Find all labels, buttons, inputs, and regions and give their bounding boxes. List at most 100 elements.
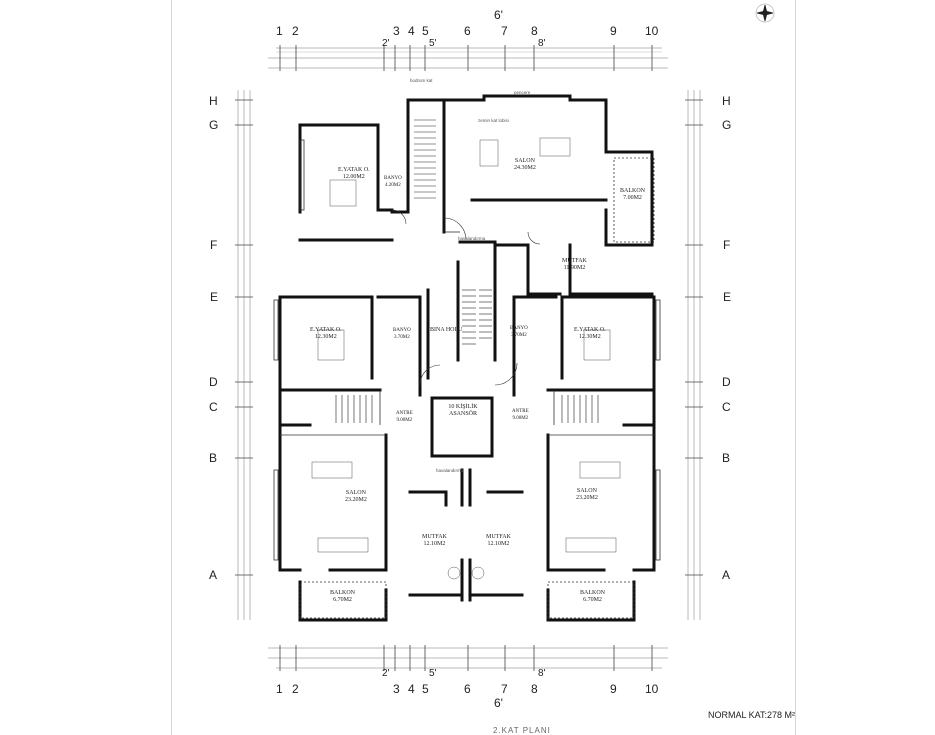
room-name: BINA HOLU [430,327,463,333]
room-name: SALON [514,158,535,164]
room-balkon-top: BALKON 7.00M2 [620,188,645,202]
room-area: 24.30M2 [514,165,536,171]
room-balkon-right: BALKON 6.70M2 [580,590,605,604]
grid-row-e-left: E [210,290,219,304]
room-name: MUTFAK [486,534,511,540]
grid-row-h-right: H [722,94,731,108]
grid-col-10-top: 10 [645,24,659,38]
room-balkon-left: BALKON 6.70M2 [330,590,355,604]
grid-col-7-bottom: 7 [501,682,508,696]
room-name: BANYO [384,176,402,181]
room-area: 23.20M2 [576,495,598,501]
room-name: MUTFAK [562,258,587,264]
interior-lines [273,139,661,619]
grid-col-7-top: 7 [501,24,508,38]
grid-col-4-top: 4 [408,24,415,38]
grid-col-5-bottom: 5 [422,682,429,696]
room-name: BALKON [620,188,645,194]
room-area: 12.10M2 [423,541,446,547]
grid-col-9-bottom: 9 [610,682,617,696]
room-eyatak-left: E.YATAK O. 12.30M2 [310,327,342,341]
grid-col-3-bottom: 3 [393,682,400,696]
grid-sub-2-bottom: 2' [382,668,390,679]
room-name: E.YATAK O. [574,327,606,333]
plan-title: NORMAL KAT:278 M² [708,710,796,720]
room-area: 6.70M2 [583,597,602,603]
grid-row-c-right: C [722,400,731,414]
room-area: 3.70M2 [394,335,410,340]
grid-sub-8-bottom: 8' [538,668,546,679]
grid-sub-8-top: 8' [538,38,546,49]
dimension-lines-sides [237,90,701,620]
grid-col-6-top: 6 [464,24,471,38]
grid-row-g-left: G [209,118,219,132]
walls [278,94,656,622]
grid-row-a-right: A [722,568,731,582]
plan-caption: 2.KAT PLANI [493,726,551,735]
room-name: BALKON [330,590,355,596]
upper-void-label: zemin kat lobisi [478,118,509,123]
door-swings [391,209,541,386]
dimension-ticks [235,45,703,671]
room-name: SALON [345,490,366,496]
grid-row-c-left: C [209,400,218,414]
room-name: MUTFAK [422,534,447,540]
room-area: 12.30M2 [314,334,337,340]
room-mutfak-top: MUTFAK 11.90M2 [562,258,587,272]
furniture [311,137,621,580]
grid-row-g-right: G [722,118,732,132]
grid-col-6-bottom: 6 [464,682,471,696]
grid-row-a-left: A [209,568,218,582]
room-name: 10 KİŞİLİK ASANSÖR [448,404,478,417]
ventilation-label-2: havalandırma [436,468,464,473]
sheet-border [171,0,796,735]
ventilation-label-1: havalandırma [458,236,486,241]
grid-row-b-right: B [722,451,731,465]
room-banyo-left: BANYO 3.70M2 [393,327,411,341]
grid-col-10-bottom: 10 [645,682,659,696]
room-area: 11.90M2 [563,265,586,271]
room-mutfak-right: MUTFAK 12.10M2 [486,534,511,548]
grid-row-d-left: D [209,375,218,389]
room-eyatak-right: E.YATAK O. 12.30M2 [574,327,606,341]
grid-row-e-right: E [723,290,732,304]
room-mutfak-left: MUTFAK 12.10M2 [422,534,447,548]
room-name: SALON [576,488,597,494]
room-banyo-right: BANYO 3.70M2 [510,325,528,339]
grid-row-d-right: D [722,375,731,389]
room-name: E.YATAK O. [338,167,370,173]
room-name: BANYO [510,326,528,331]
grid-col-2-bottom: 2 [292,682,299,696]
room-area: 9.00M2 [512,416,529,421]
grid-row-f-right: F [723,238,731,252]
room-area: 3.70M2 [511,333,527,338]
grid-col-8-bottom: 8 [531,682,538,696]
room-area: 6.70M2 [333,597,352,603]
grid-col-9-top: 9 [610,24,617,38]
room-area: 12.30M2 [578,334,601,340]
room-name: ANTRE [512,409,529,414]
window-label: pencere [514,90,531,95]
room-name: BANYO [393,328,411,333]
grid-col-1-bottom: 1 [276,682,283,696]
room-area: 12.10M2 [487,541,510,547]
grid-col-1-top: 1 [276,24,283,38]
room-area: 4.20M2 [385,183,401,188]
grid-center-bottom: 6' [494,696,503,710]
room-area: 9.00M2 [396,418,413,423]
room-salon-left: SALON 23.20M2 [345,490,367,504]
stair-treads [335,119,599,423]
grid-col-8-top: 8 [531,24,538,38]
grid-sub-2-top: 2' [382,38,390,49]
grid-row-h-left: H [209,94,218,108]
room-bina-holu: BINA HOLU [430,327,463,334]
grid-sub-5-bottom: 5' [429,668,437,679]
grid-row-b-left: B [209,451,218,465]
grid-row-f-left: F [210,238,218,252]
grid-col-5-top: 5 [422,24,429,38]
room-name: BALKON [580,590,605,596]
room-antre-left: ANTRE 9.00M2 [396,410,413,424]
